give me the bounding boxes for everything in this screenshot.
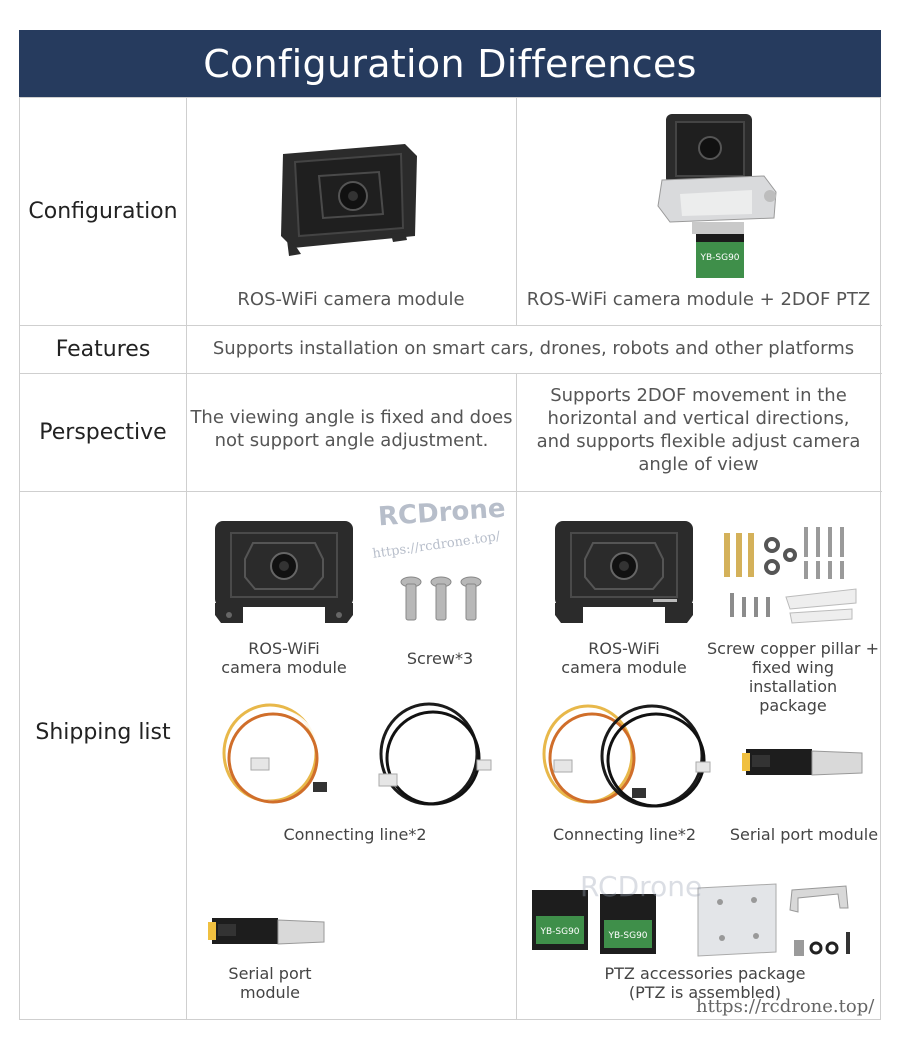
connecting-lines-image	[222, 702, 492, 806]
perspective-right-line: angle of view	[638, 454, 759, 475]
row-label-perspective: Perspective	[39, 420, 167, 445]
perspective-left-line: not support angle adjustment.	[214, 430, 489, 451]
servo-label: YB-SG90	[607, 931, 647, 941]
ship-right-ptz-caption: PTZ accessories package (PTZ is assemble…	[580, 964, 830, 1002]
ship-right-pillar-caption: Screw copper pillar + fixed wing install…	[707, 639, 879, 715]
watermark-brand-faint: RCDrone	[580, 870, 703, 903]
ship-left-connecting-caption: Connecting line*2	[283, 825, 427, 844]
caption-line: PTZ accessories package	[604, 964, 806, 983]
camera-ptz-image: YB-SG90	[657, 114, 777, 278]
serial-module-image	[208, 918, 325, 945]
screws-image	[400, 576, 482, 621]
caption-line: Screw copper pillar +	[707, 639, 879, 658]
connecting-lines-image-right	[542, 704, 711, 808]
column-divider	[516, 373, 517, 1019]
ship-left-camera-caption: ROS-WiFi camera module	[213, 639, 355, 677]
row-label-features: Features	[55, 337, 151, 362]
caption-line: camera module	[561, 658, 687, 677]
camera-module-front-image	[215, 521, 353, 623]
ship-left-screw-caption: Screw*3	[406, 649, 474, 668]
config-left-caption: ROS-WiFi camera module	[237, 289, 465, 310]
row-label-configuration: Configuration	[28, 199, 178, 224]
table-grid: Configuration Features Perspective Shipp…	[19, 97, 882, 1020]
perspective-left: The viewing angle is fixed and does not …	[187, 406, 516, 452]
caption-line: camera module	[221, 658, 347, 677]
ship-right-camera-caption: ROS-WiFi camera module	[553, 639, 695, 677]
row-divider	[20, 373, 882, 374]
perspective-right: Supports 2DOF movement in the horizontal…	[517, 384, 880, 476]
perspective-right-line: and supports flexible adjust camera	[536, 431, 861, 452]
watermark-brand: RCDrone	[377, 493, 507, 533]
watermark-url-footer: https://rcdrone.top/	[696, 996, 875, 1017]
caption-line: ROS-WiFi	[248, 639, 320, 658]
row-divider	[20, 325, 882, 326]
column-divider	[186, 98, 187, 1019]
comparison-table: Configuration Differences Configuration …	[19, 30, 882, 1020]
caption-line: ROS-WiFi	[588, 639, 660, 658]
caption-line: fixed wing installation	[748, 658, 838, 696]
servo-label: YB-SG90	[699, 253, 739, 263]
ship-left-serial-caption: Serial port module	[228, 964, 312, 1002]
watermark-url: https://rcdrone.top/	[371, 529, 502, 562]
caption-line: (PTZ is assembled)	[628, 983, 782, 1002]
serial-module-image-right	[742, 749, 863, 776]
row-label-shipping: Shipping list	[35, 719, 171, 745]
features-text: Supports installation on smart cars, dro…	[212, 338, 855, 359]
perspective-right-line: Supports 2DOF movement in the	[550, 385, 847, 406]
column-divider	[516, 98, 517, 325]
camera-module-image	[281, 144, 417, 256]
copper-pillar-package-image	[724, 527, 857, 624]
ship-right-serial-caption: Serial port module	[729, 825, 879, 844]
ptz-accessories-image: YB-SG90 YB-SG90	[532, 883, 850, 957]
camera-module-front-image-right	[555, 521, 693, 623]
config-right-caption: ROS-WiFi camera module + 2DOF PTZ	[526, 289, 871, 310]
servo-label: YB-SG90	[539, 927, 579, 937]
ship-right-connecting-caption: Connecting line*2	[552, 825, 697, 844]
row-divider	[20, 491, 882, 492]
caption-line: package	[759, 696, 827, 715]
page-title: Configuration Differences	[19, 30, 881, 97]
perspective-right-line: horizontal and vertical directions,	[547, 408, 850, 429]
perspective-left-line: The viewing angle is fixed and does	[190, 407, 513, 428]
